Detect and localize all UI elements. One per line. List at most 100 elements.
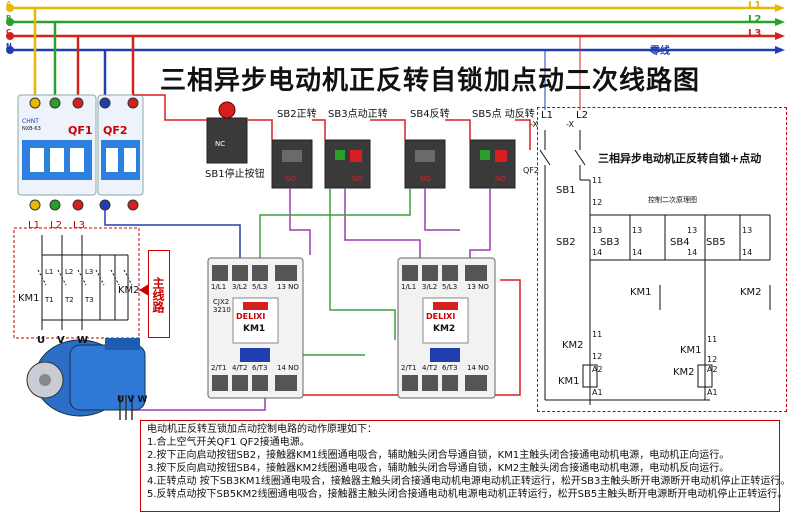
sch-km2-a2: A2 <box>707 365 718 374</box>
main-out-u: U <box>37 335 46 346</box>
schematic-subtitle: 控制二次原理图 <box>648 196 697 204</box>
contactor-km1 <box>207 257 304 399</box>
schematic-panel <box>537 107 787 412</box>
sch-sb1-11: 11 <box>592 176 603 185</box>
sch-x2: -X <box>566 120 574 129</box>
km2-term-5: 5/L3 <box>442 283 458 291</box>
sch-km1-a2: A2 <box>592 365 603 374</box>
main-circuit <box>13 227 149 339</box>
sch-qf2: QF2 <box>523 166 539 175</box>
sch-sb4: SB4 <box>670 237 690 248</box>
sb2-label: SB2正转 <box>277 109 317 120</box>
km2-term-14: 14 NO <box>467 364 489 372</box>
sch-il2-11: 11 <box>707 335 718 344</box>
sch-km1-interlock: KM1 <box>680 345 702 356</box>
description-line: 2.按下正向启动按钮SB2，接触器KM1线圈通电吸合，辅助触头闭合导通自锁，KM… <box>147 450 730 461</box>
breaker-out-l2: L2 <box>50 220 62 231</box>
breaker-qf2 <box>97 94 144 211</box>
button-sb3 <box>324 139 371 189</box>
contactor-km2 <box>397 257 496 399</box>
sb3-no: NO <box>352 175 363 183</box>
km2-term-2: 2/T1 <box>401 364 417 372</box>
page-title: 三相异步电动机正反转自锁加点动二次线路图 <box>160 66 701 96</box>
sb1-nc: NC <box>215 140 226 148</box>
sb2-no: NO <box>285 175 296 183</box>
sch-sb2-14: 14 <box>592 248 603 257</box>
km2-term-6: 6/T3 <box>442 364 458 372</box>
main-l1: L1 <box>45 268 54 276</box>
breaker-model: NXB-63 <box>22 126 41 132</box>
km2-term-4: 4/T2 <box>422 364 438 372</box>
sch-sb4-14: 14 <box>687 248 698 257</box>
sch-sb3-13: 13 <box>632 226 643 235</box>
button-sb4 <box>404 139 446 189</box>
sch-il1-11: 11 <box>592 330 603 339</box>
km1-model: CJX2 <box>213 298 230 306</box>
sch-km2-contact: KM2 <box>740 287 762 298</box>
main-km1-label: KM1 <box>18 293 40 304</box>
km1-model-num: 3210 <box>213 306 231 314</box>
sb5-no: NO <box>495 175 506 183</box>
sch-l2: L2 <box>576 110 588 121</box>
bus-l1-label: L1 <box>748 0 762 11</box>
km1-term-5: 5/L3 <box>252 283 268 291</box>
description-line: 4.正转点动 按下SB3KM1线圈通电吸合，接触器主触头闭合接通电动机电源电动机… <box>147 476 791 487</box>
main-t1: T1 <box>45 296 54 304</box>
sch-sb3: SB3 <box>600 237 620 248</box>
description-line: 3.按下反向启动按钮SB4，接触器KM2线圈通电吸合，辅助触头闭合导通自锁，KM… <box>147 463 730 474</box>
sch-km2-interlock: KM2 <box>562 340 584 351</box>
button-sb1 <box>206 101 248 164</box>
main-l2: L2 <box>65 268 74 276</box>
km2-term-13: 13 NO <box>467 283 489 291</box>
sb5-label: SB5点 动反转 <box>472 109 535 120</box>
sch-il2-12: 12 <box>707 355 718 364</box>
main-circuit-side-label: 主线路 <box>148 250 170 338</box>
km1-term-3: 3/L2 <box>232 283 248 291</box>
sch-x1: -X <box>530 120 538 129</box>
main-l3: L3 <box>85 268 94 276</box>
bus-c-tag: C <box>6 28 12 36</box>
sch-km1-a1: A1 <box>592 388 603 397</box>
km1-term-2: 2/T1 <box>211 364 227 372</box>
km2-label: KM2 <box>433 324 456 334</box>
breaker-out-l1: L1 <box>28 220 40 231</box>
control-wires <box>104 94 531 411</box>
sb1-label: SB1停止按钮 <box>205 169 265 180</box>
sb4-label: SB4反转 <box>410 109 450 120</box>
sch-sb4-13: 13 <box>687 226 698 235</box>
main-out-v: V <box>57 335 65 346</box>
description-line: 1.合上空气开关QF1 QF2接通电源。 <box>147 437 310 448</box>
km1-label: KM1 <box>243 324 266 334</box>
control-schematic <box>539 130 771 405</box>
sch-il1-12: 12 <box>592 352 603 361</box>
km2-term-1: 1/L1 <box>401 283 417 291</box>
bus-lines <box>6 4 785 110</box>
km1-brand: DELIXI <box>236 312 266 321</box>
sch-sb2: SB2 <box>556 237 576 248</box>
sch-sb5-13: 13 <box>742 226 753 235</box>
sch-km1-coil: KM1 <box>558 376 580 387</box>
bus-n-tag: N <box>6 42 12 50</box>
sb4-no: NO <box>420 175 431 183</box>
button-sb5 <box>469 139 516 189</box>
breaker-brand: CHNT <box>22 118 39 125</box>
sb3-label: SB3点动正转 <box>328 109 388 120</box>
description-box: 电动机正反转互锁加点动控制电路的动作原理如下： 1.合上空气开关QF1 QF2接… <box>140 420 791 512</box>
sch-sb1: SB1 <box>556 185 576 196</box>
button-sb2 <box>271 139 313 189</box>
breaker-out-l3: L3 <box>73 220 85 231</box>
sch-sb1-12: 12 <box>592 198 603 207</box>
main-t3: T3 <box>85 296 94 304</box>
bus-l3-label: L3 <box>748 28 762 39</box>
breaker-qf1 <box>17 94 97 211</box>
sch-sb3-14: 14 <box>632 248 643 257</box>
description-heading: 电动机正反转互锁加点动控制电路的动作原理如下： <box>147 424 377 435</box>
main-km2-label: KM2 <box>118 285 140 296</box>
km2-term-3: 3/L2 <box>422 283 438 291</box>
km1-term-13: 13 NO <box>277 283 299 291</box>
bus-b-tag: B <box>6 14 12 22</box>
sch-sb2-13: 13 <box>592 226 603 235</box>
sch-sb5: SB5 <box>706 237 726 248</box>
description-line: 5.反转点动按下SB5KM2线圈通电吸合，接触器主触头闭合接通电动机电源电动机正… <box>147 489 788 500</box>
